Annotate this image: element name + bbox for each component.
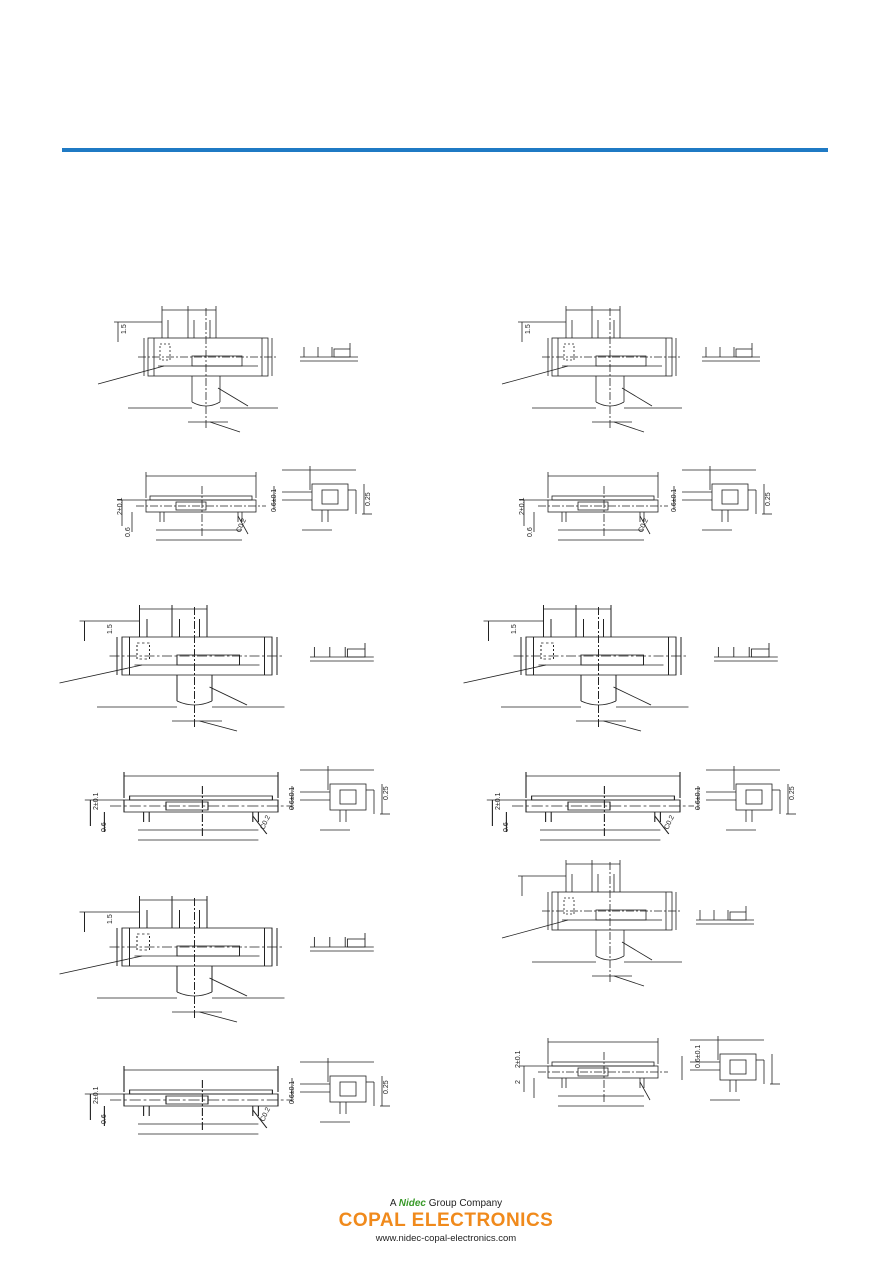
dim-label: 0.6 <box>101 1114 108 1124</box>
drawing-top-view <box>59 895 285 1023</box>
dim-label: 0.6 <box>503 822 510 832</box>
dim-label: C0.2 <box>259 814 272 830</box>
dim-label: 0.6±0.1 <box>695 787 702 810</box>
dim-label: 1.5 <box>107 624 114 634</box>
dim-label: 2±0.1 <box>93 1086 100 1104</box>
footer: A Nidec Group Company COPAL ELECTRONICS … <box>0 1198 892 1244</box>
drawing-end-view <box>291 765 391 831</box>
footer-tagline: A Nidec Group Company <box>0 1198 892 1209</box>
dim-label: 2±0.1 <box>515 1050 522 1068</box>
dim-label: 0.6 <box>125 527 132 537</box>
dim-label: C0.2 <box>259 1106 272 1122</box>
company-url[interactable]: www.nidec-copal-electronics.com <box>375 1233 517 1244</box>
dim-label: 0.25 <box>365 492 372 506</box>
drawing-side-view <box>486 771 695 841</box>
dim-label: 0.25 <box>383 786 390 800</box>
drawing-top-view <box>463 604 689 732</box>
dim-label: 1.5 <box>525 324 532 334</box>
dim-label: 1.5 <box>107 914 114 924</box>
drawing-schematic <box>713 642 779 662</box>
drawing-end-view <box>697 765 797 831</box>
drawing-side-view <box>117 471 267 541</box>
dim-label: 0.6±0.1 <box>671 489 678 512</box>
dim-label: 0.25 <box>765 492 772 506</box>
drawing-end-view <box>291 1057 391 1123</box>
drawing-top-view <box>501 859 683 987</box>
dim-label: 2±0.1 <box>93 792 100 810</box>
tagline-suffix: Group Company <box>428 1198 503 1209</box>
drawing-schematic <box>309 932 375 952</box>
dim-label: 1.5 <box>511 624 518 634</box>
drawing-side-view <box>84 771 293 841</box>
drawing-top-view <box>59 604 285 732</box>
dim-label: 2 <box>515 1080 522 1084</box>
dim-label: 0.6±0.1 <box>695 1045 702 1068</box>
dim-label: 0.6 <box>101 822 108 832</box>
dim-label: 0.25 <box>383 1080 390 1094</box>
dim-label: 0.6±0.1 <box>289 787 296 810</box>
dim-label: 0.6±0.1 <box>271 489 278 512</box>
dim-label: 1.5 <box>121 324 128 334</box>
drawing-end-view <box>673 465 773 531</box>
tagline-prefix: A <box>389 1198 396 1209</box>
drawing-schematic <box>309 642 375 662</box>
dim-label: 2±0.1 <box>117 497 124 515</box>
company-logo: COPAL ELECTRONICS <box>338 1210 554 1231</box>
drawing-side-view <box>519 471 669 541</box>
drawing-schematic <box>299 342 359 362</box>
dim-label: 0.25 <box>789 786 796 800</box>
dim-label: C0.2 <box>663 814 676 830</box>
drawing-schematic <box>695 905 755 925</box>
drawing-schematic <box>701 342 761 362</box>
header-rule <box>62 148 828 152</box>
dim-label: 2±0.1 <box>495 792 502 810</box>
dim-label: 0.6±0.1 <box>289 1081 296 1104</box>
dim-label: 0.6 <box>527 527 534 537</box>
drawing-side-view <box>519 1037 669 1107</box>
drawing-end-view <box>273 465 373 531</box>
drawing-side-view <box>84 1065 293 1135</box>
nidec-logo: Nidec <box>398 1198 426 1209</box>
dim-label: 2±0.1 <box>519 497 526 515</box>
